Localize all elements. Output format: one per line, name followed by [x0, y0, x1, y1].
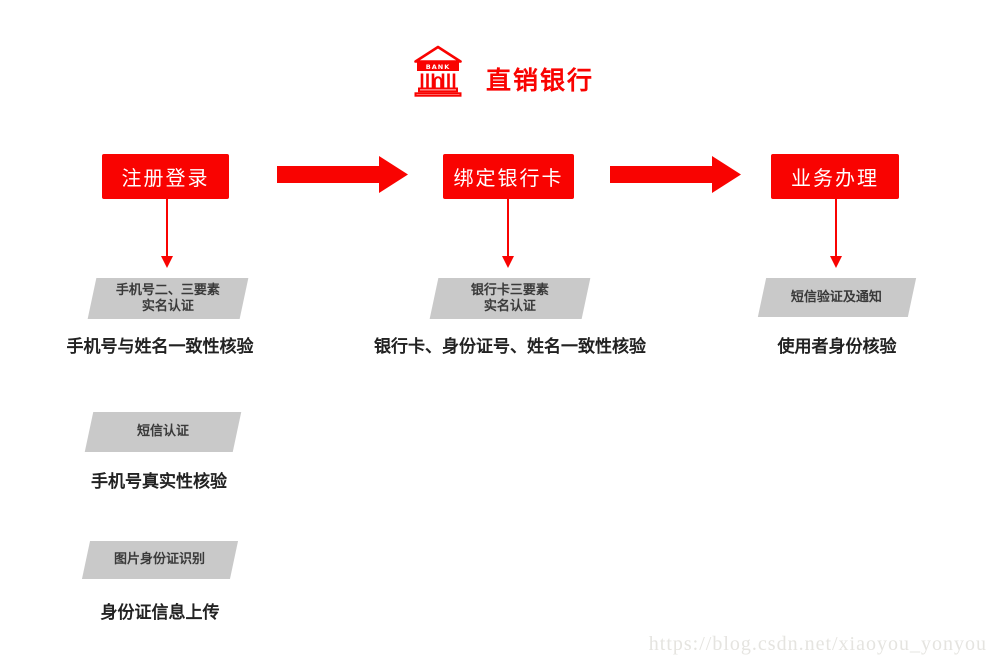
- desc-id-info-upload: 身份证信息上传: [100, 603, 220, 623]
- arrow-down-icon: [830, 199, 842, 268]
- desc-phone-name-consistency: 手机号与姓名一致性核验: [66, 337, 254, 357]
- watermark-url: https://blog.csdn.net/xiaoyou_yonyou: [648, 633, 987, 655]
- arrow-down-icon: [502, 199, 514, 268]
- tag-line: 实名认证: [483, 298, 536, 314]
- desc-user-identity-check: 使用者身份核验: [777, 337, 897, 357]
- step-box-register-login: 注册登录: [102, 154, 229, 199]
- step-box-bind-bank-card: 绑定银行卡: [443, 154, 574, 199]
- page-title: 直销银行: [486, 66, 595, 95]
- tag-id-card-image-recognition: 图片身份证识别: [81, 541, 239, 579]
- tag-line: 图片身份证识别: [114, 552, 206, 567]
- tag-line: 短信认证: [136, 424, 189, 439]
- step-box-business-handling: 业务办理: [771, 154, 899, 199]
- tag-sms-verify-notify: 短信验证及通知: [757, 278, 917, 317]
- arrow-right-icon: [610, 155, 741, 195]
- tag-bank-card-real-name-auth: 银行卡三要素 实名认证: [429, 278, 591, 319]
- tag-line: 短信验证及通知: [791, 289, 883, 305]
- arrow-down-icon: [161, 199, 173, 268]
- tag-line: 银行卡三要素: [470, 282, 549, 298]
- tag-phone-real-name-auth: 手机号二、三要素 实名认证: [87, 278, 249, 319]
- tag-line: 实名认证: [141, 298, 194, 314]
- bank-icon-label: BANK: [426, 63, 450, 71]
- desc-phone-authenticity: 手机号真实性核验: [91, 472, 227, 492]
- bank-icon: BANK: [414, 45, 462, 97]
- desc-card-id-name-consistency: 银行卡、身份证号、姓名一致性核验: [374, 337, 646, 357]
- tag-sms-auth: 短信认证: [84, 412, 242, 452]
- tag-line: 手机号二、三要素: [115, 282, 220, 298]
- arrow-right-icon: [277, 155, 408, 195]
